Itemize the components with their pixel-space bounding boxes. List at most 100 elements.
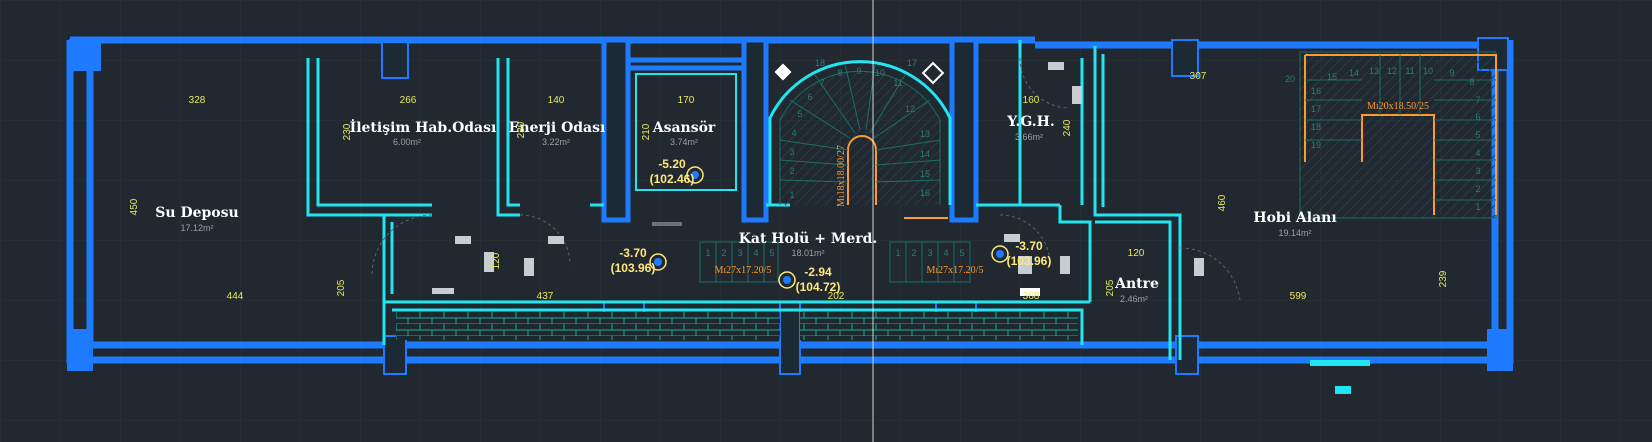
step-number: 3 — [789, 147, 794, 157]
stair-note-right: Mı27x17.20/5 — [927, 265, 984, 276]
stair-note-left: Mı27x17.20/5 — [715, 265, 772, 276]
step-number: 11 — [893, 78, 902, 88]
level-value: -3.70 — [619, 246, 647, 260]
room-labels: Su Deposu 17.12m² İletişim Hab.Odası 6.0… — [155, 114, 1336, 304]
stair-note-hobi: Mı20x18.50/25 — [1367, 101, 1429, 112]
step-number: 18 — [815, 58, 825, 68]
dimension: 437 — [537, 291, 554, 302]
stair-note-central: Mı18x18.00/27 — [836, 145, 847, 207]
step-number: 9 — [856, 66, 861, 76]
step-number: 8 — [837, 68, 842, 78]
step-number: 17 — [1311, 104, 1321, 114]
stair-step-numbers: 1 2 3 4 5 6 7 8 9 10 11 12 13 14 15 16 1… — [705, 58, 1480, 258]
dimension: 239 — [1438, 270, 1449, 287]
step-number: 15 — [1327, 72, 1337, 82]
step-number: 1 — [895, 248, 900, 258]
stair-notes: Mı18x18.00/27 Mı27x17.20/5 Mı27x17.20/5 … — [715, 101, 1429, 276]
step-number: 13 — [920, 129, 930, 139]
dimension: 202 — [828, 291, 845, 302]
step-number: 9 — [1449, 68, 1454, 78]
step-number: 4 — [791, 128, 796, 138]
level-value: -2.94 — [804, 265, 832, 279]
step-number: 20 — [1285, 74, 1295, 84]
step-number: 3 — [927, 248, 932, 258]
level-labels: -5.20 (102.46) -3.70 (103.96) -2.94 (104… — [611, 157, 1052, 294]
dimension: 368 — [1023, 291, 1040, 302]
step-number: 8 — [1469, 77, 1474, 87]
step-number: 6 — [1475, 112, 1480, 122]
step-number: 1 — [705, 248, 710, 258]
elevator-inner — [635, 73, 737, 191]
dimension: 140 — [548, 95, 565, 106]
dimension: 460 — [1217, 194, 1228, 211]
dimension: 170 — [678, 95, 695, 106]
room-name-hobi: Hobi Alanı — [1253, 210, 1336, 226]
step-number: 15 — [920, 169, 930, 179]
room-name-su-deposu: Su Deposu — [155, 205, 238, 221]
step-number: 2 — [1475, 184, 1480, 194]
dimension: 599 — [1290, 291, 1307, 302]
step-number: 4 — [943, 248, 948, 258]
step-number: 3 — [1475, 166, 1480, 176]
dimension: 230 — [516, 121, 527, 138]
step-number: 2 — [721, 248, 726, 258]
room-name-enerji: Enerji Odası — [509, 120, 606, 136]
dimension: 266 — [400, 95, 417, 106]
room-area-asansor: 3.74m² — [670, 137, 698, 147]
room-name-iletisim: İletişim Hab.Odası — [350, 117, 497, 136]
elevator-shaft — [601, 37, 979, 223]
dimension: 120 — [491, 252, 502, 269]
step-number: 5 — [959, 248, 964, 258]
dimension: 205 — [336, 279, 347, 296]
inner-partitions — [306, 40, 1182, 360]
dimension: 230 — [342, 123, 353, 140]
room-name-kat-holu: Kat Holü + Merd. — [739, 231, 878, 247]
central-stair — [768, 60, 952, 205]
dimension: 120 — [1128, 248, 1145, 259]
level-abs: (104.72) — [796, 280, 841, 294]
step-number: 6 — [807, 92, 812, 102]
hall-stair-right — [889, 241, 971, 283]
step-number: 17 — [907, 58, 917, 68]
step-number: 2 — [911, 248, 916, 258]
step-number: 19 — [1311, 140, 1321, 150]
brick-strip-left — [396, 312, 780, 340]
step-number: 18 — [1311, 122, 1321, 132]
dimension-labels: 328 266 140 170 160 307 230 230 210 240 … — [129, 71, 1449, 302]
room-name-antre: Antre — [1114, 276, 1159, 292]
step-number: 14 — [1349, 68, 1359, 78]
step-number: 1 — [1475, 202, 1480, 212]
step-number: 11 — [1405, 66, 1414, 76]
level-abs: (103.96) — [611, 261, 656, 275]
room-area-ygh: 3.66m² — [1015, 132, 1043, 142]
step-number: 7 — [1475, 95, 1480, 105]
room-name-asansor: Asansör — [652, 120, 716, 136]
step-number: 1 — [789, 190, 794, 200]
step-number: 13 — [1369, 66, 1379, 76]
step-number: 12 — [905, 104, 915, 114]
room-area-hobi: 19.14m² — [1278, 228, 1311, 238]
room-area-iletisim: 6.00m² — [393, 137, 421, 147]
level-markers — [649, 166, 1009, 289]
dimension: 307 — [1190, 71, 1207, 82]
brick-strip-right — [800, 312, 1078, 340]
level-value: -3.70 — [1015, 239, 1043, 253]
dimension: 210 — [641, 123, 652, 140]
dimension: 160 — [1023, 95, 1040, 106]
room-area-kat-holu: 18.01m² — [791, 248, 824, 258]
level-abs: (102.46) — [650, 172, 695, 186]
step-number: 4 — [1475, 148, 1480, 158]
dimension: 205 — [1105, 279, 1116, 296]
step-number: 4 — [753, 248, 758, 258]
step-number: 16 — [1311, 86, 1321, 96]
dimension: 240 — [1062, 119, 1073, 136]
step-number: 5 — [1475, 130, 1480, 140]
room-area-enerji: 3.22m² — [542, 137, 570, 147]
step-number: 5 — [769, 248, 774, 258]
hall-stair-left — [699, 241, 779, 283]
step-number: 16 — [920, 188, 930, 198]
door-swings — [371, 57, 1241, 301]
step-number: 10 — [875, 68, 885, 78]
level-value: -5.20 — [658, 157, 686, 171]
